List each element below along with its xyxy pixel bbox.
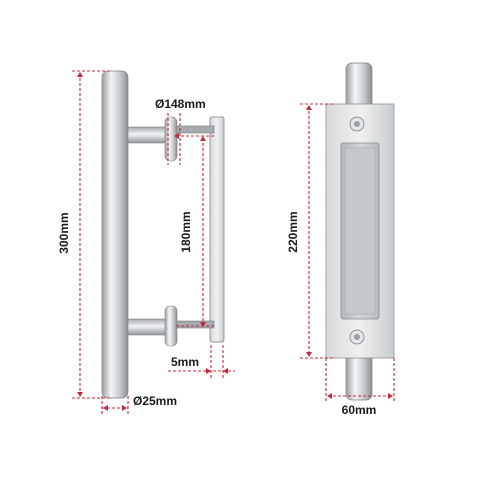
top-standoff-disc [164, 116, 178, 162]
plate-gap-arrow-right [223, 368, 228, 374]
flush-pull-recess-inner [344, 147, 376, 315]
top-bolt [175, 125, 215, 134]
bottom-screw-icon [349, 329, 365, 345]
center-arrow-top [200, 136, 206, 141]
flush-pull-illustration [325, 62, 395, 401]
pull-height-arrow-top [306, 105, 312, 110]
plate-gap-arrow-left [206, 368, 211, 374]
pull-height-arrow-bottom [306, 352, 312, 357]
standoff-diameter-arrow [174, 133, 179, 139]
bar-diameter-label: Ø25mm [133, 394, 177, 408]
vertical-bar [101, 70, 129, 399]
pull-width-arrow-left [327, 393, 332, 399]
total-height-arrow-bottom [77, 392, 83, 397]
bottom-standoff-disc [164, 305, 178, 347]
pull-width-label: 60mm [342, 403, 377, 417]
center-arrow-bottom [200, 322, 206, 327]
bottom-bolt [175, 320, 215, 329]
total-height-label: 300mm [57, 212, 71, 253]
center-to-center-label: 180mm [179, 211, 193, 252]
mounting-plate [209, 116, 225, 343]
bar-diameter-arrow-right [122, 405, 127, 411]
dimension-lines [72, 70, 395, 414]
total-height-arrow-top [77, 72, 83, 77]
top-screw-icon [349, 116, 365, 132]
bar-diameter-arrow-left [103, 405, 108, 411]
pull-width-arrow-right [388, 393, 393, 399]
pull-height-label: 220mm [286, 211, 300, 252]
bottom-standoff-rod [123, 318, 171, 336]
top-standoff-rod [123, 126, 171, 144]
bar-handle-illustration [101, 70, 225, 399]
plate-gap-label: 5mm [171, 355, 199, 369]
standoff-diameter-label: Ø148mm [155, 97, 206, 111]
